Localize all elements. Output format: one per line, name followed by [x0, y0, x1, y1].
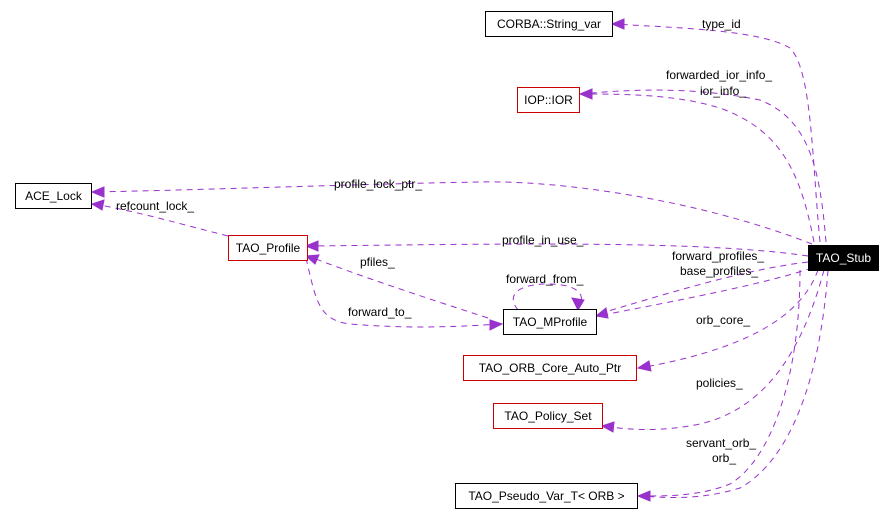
node-corba-string-var[interactable]: CORBA::String_var: [485, 11, 613, 37]
edge-label-forward-to: forward_to_: [348, 305, 412, 319]
edge-forwarded-ior-info: [581, 89, 827, 243]
edge-label-forward-from: forward_from_: [506, 272, 584, 286]
edge-profile-lock-ptr: [93, 181, 813, 245]
edge-label-orb-core: orb_core_: [696, 313, 750, 327]
edge-forward-profiles: [597, 267, 813, 317]
arrowhead-policies: [600, 421, 615, 433]
edge-refcount-lock: [93, 203, 229, 237]
edge-type-id: [613, 23, 821, 243]
edge-orb: [639, 269, 801, 497]
node-tao-policy-set[interactable]: TAO_Policy_Set: [493, 403, 603, 429]
arrowhead-ior-info: [578, 88, 593, 100]
arrowhead-orb-core: [636, 360, 652, 372]
arrowhead-pfiles: [304, 254, 320, 265]
arrowhead-forward-to: [489, 319, 504, 331]
node-tao-stub: TAO_Stub: [808, 245, 879, 271]
edge-profile-in-use: [307, 243, 809, 257]
edge-pfiles: [307, 255, 489, 319]
node-tao-orb-core-auto-ptr[interactable]: TAO_ORB_Core_Auto_Ptr: [463, 355, 637, 381]
node-tao-profile[interactable]: TAO_Profile: [228, 235, 308, 261]
arrowhead-refcount-lock: [90, 199, 105, 211]
edge-forward-from: [512, 283, 582, 311]
arrowhead-profiles: [594, 307, 609, 319]
edge-base-profiles: [597, 261, 809, 315]
edge-orb-core: [639, 269, 819, 369]
edge-forward-to: [305, 257, 501, 328]
node-ace-lock[interactable]: ACE_Lock: [15, 183, 92, 209]
node-tao-mprofile[interactable]: TAO_MProfile: [503, 309, 597, 335]
edge-servant-orb: [639, 269, 829, 499]
arrowhead-forward-from: [571, 297, 585, 312]
edge-label-orb: orb_: [712, 451, 736, 465]
node-tao-pseudo-var-orb[interactable]: TAO_Pseudo_Var_T< ORB >: [455, 483, 638, 509]
edge-label-type-id: type_id: [702, 17, 741, 31]
edge-label-profile-in-use: profile_in_use_: [502, 233, 584, 247]
edge-ior-info: [581, 93, 815, 243]
arrowhead-type-id: [610, 18, 625, 30]
arrowhead-profile-in-use: [304, 240, 319, 252]
edge-label-pfiles: pfiles_: [360, 255, 395, 269]
edge-label-forward-profiles: forward_profiles_: [672, 249, 764, 263]
edge-label-profile-lock-ptr: profile_lock_ptr_: [334, 177, 422, 191]
edge-label-ior-info: ior_info_: [700, 84, 746, 98]
arrowhead-profile-lock-ptr: [90, 186, 105, 198]
edge-label-forwarded-ior-info: forwarded_ior_info_: [666, 68, 772, 82]
node-iop-ior[interactable]: IOP::IOR: [517, 87, 580, 113]
edge-policies: [603, 269, 825, 430]
arrowhead-orb: [636, 490, 651, 502]
edge-label-refcount-lock: refcount_lock_: [116, 199, 194, 213]
edge-label-base-profiles: base_profiles_: [680, 264, 758, 278]
edge-label-servant-orb: servant_orb_: [686, 436, 756, 450]
edge-label-policies: policies_: [696, 376, 743, 390]
